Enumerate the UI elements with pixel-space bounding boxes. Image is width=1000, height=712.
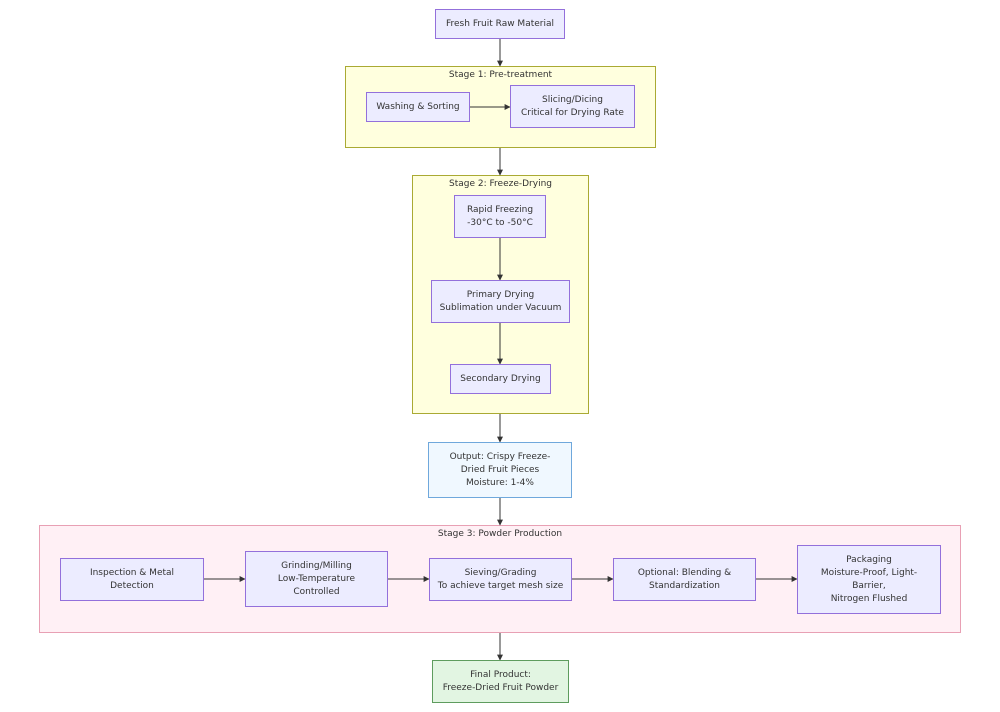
node-sieving-grading: Sieving/Grading To achieve target mesh s…	[429, 558, 572, 601]
node-final-product: Final Product: Freeze-Dried Fruit Powder	[432, 660, 569, 703]
node-output-pieces: Output: Crispy Freeze- Dried Fruit Piece…	[428, 442, 572, 498]
node-slicing-dicing: Slicing/Dicing Critical for Drying Rate	[510, 85, 635, 128]
node-final-line-1: Final Product:	[470, 669, 531, 680]
node-freezing-line-1: Rapid Freezing	[466, 204, 534, 215]
node-output-line-3: Moisture: 1-4%	[466, 477, 534, 488]
node-primary-line-2: Sublimation under Vacuum	[439, 302, 562, 313]
node-washing-line: Washing & Sorting	[376, 101, 460, 112]
node-slicing-line-1: Slicing/Dicing	[542, 94, 603, 105]
node-freezing-line-2: -30°C to -50°C	[467, 217, 533, 228]
node-slicing-line-2: Critical for Drying Rate	[521, 107, 624, 118]
node-raw-material-line: Fresh Fruit Raw Material	[446, 18, 554, 29]
node-rapid-freezing: Rapid Freezing -30°C to -50°C	[454, 195, 546, 238]
node-inspection-line-2: Detection	[110, 580, 154, 591]
node-primary-drying: Primary Drying Sublimation under Vacuum	[431, 280, 570, 323]
node-raw-material: Fresh Fruit Raw Material	[435, 9, 565, 39]
node-packaging-line-2: Moisture-Proof, Light-	[820, 567, 918, 578]
node-output-line-1: Output: Crispy Freeze-	[449, 451, 551, 462]
node-inspection-line-1: Inspection & Metal	[89, 567, 175, 578]
node-packaging: Packaging Moisture-Proof, Light- Barrier…	[797, 545, 941, 614]
node-grinding-line-2: Low-Temperature	[277, 573, 356, 584]
stage3-title: Stage 3: Powder Production	[437, 529, 563, 539]
node-output-line-2: Dried Fruit Pieces	[460, 464, 540, 475]
node-inspection: Inspection & Metal Detection	[60, 558, 204, 601]
stage2-title: Stage 2: Freeze-Drying	[449, 179, 552, 189]
node-sieving-line-2: To achieve target mesh size	[437, 580, 564, 591]
node-packaging-line-4: Nitrogen Flushed	[830, 593, 908, 604]
node-primary-line-1: Primary Drying	[466, 289, 535, 300]
node-washing-sorting: Washing & Sorting	[366, 92, 470, 122]
node-final-line-2: Freeze-Dried Fruit Powder	[442, 682, 559, 693]
node-blending-line-1: Optional: Blending &	[637, 567, 732, 578]
node-packaging-line-1: Packaging	[846, 554, 892, 565]
node-packaging-line-3: Barrier,	[852, 580, 886, 591]
node-secondary-drying: Secondary Drying	[450, 364, 551, 394]
stage1-title: Stage 1: Pre-treatment	[448, 70, 553, 80]
node-sieving-line-1: Sieving/Grading	[464, 567, 537, 578]
node-blending-line-2: Standardization	[649, 580, 720, 591]
node-secondary-line: Secondary Drying	[460, 373, 541, 384]
node-grinding-milling: Grinding/Milling Low-Temperature Control…	[245, 551, 388, 607]
node-blending: Optional: Blending & Standardization	[613, 558, 756, 601]
node-grinding-line-1: Grinding/Milling	[281, 560, 352, 571]
node-grinding-line-3: Controlled	[293, 586, 340, 597]
